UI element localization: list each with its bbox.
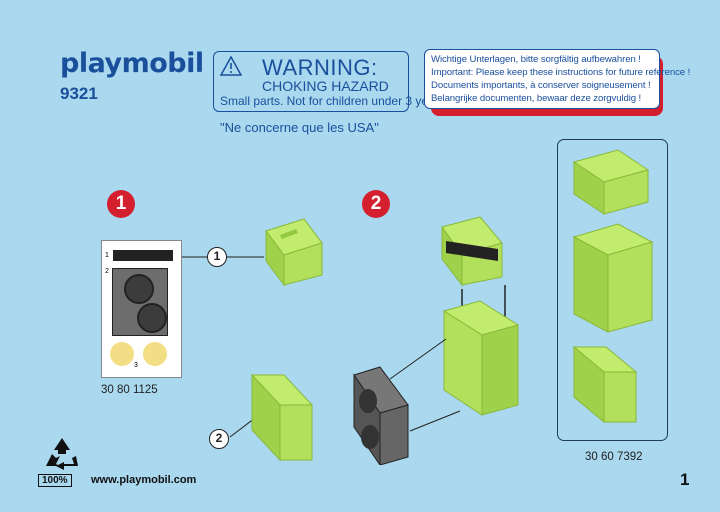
- parts-panel-illustrations: [572, 149, 654, 424]
- website-link[interactable]: www.playmobil.com: [91, 474, 197, 486]
- sun-sticker-a: [110, 342, 134, 366]
- step-1-parts: [182, 218, 323, 462]
- sun-sticker-b: [143, 342, 167, 366]
- warning-detail: Small parts. Not for children under 3 ye…: [220, 94, 449, 108]
- warning-title: WARNING:: [262, 55, 378, 80]
- amp-head-assembled: [441, 216, 503, 287]
- set-number: 9321: [60, 84, 98, 103]
- step-1-badge: 1: [107, 190, 135, 218]
- parts-panel: [557, 139, 668, 441]
- parts-bag-code: 30 60 7392: [585, 451, 643, 463]
- warning-box: [213, 51, 409, 112]
- warning-subtitle: CHOKING HAZARD: [262, 78, 389, 94]
- info-line-de: Wichtige Unterlagen, bitte sorgfältig au…: [431, 54, 641, 65]
- panel-cabinet: [572, 223, 654, 333]
- amp-head-part: [265, 218, 323, 287]
- speaker-front-panel: [353, 366, 409, 465]
- recycle-percent: 100%: [38, 474, 72, 487]
- speaker-sticker: [112, 268, 168, 336]
- panel-amp-head: [572, 149, 650, 215]
- callout-2: 2: [209, 429, 229, 449]
- sticker-sheet-code: 30 80 1125: [101, 384, 158, 396]
- sheet-label-3: 3: [134, 362, 138, 369]
- callout-1: 1: [207, 247, 227, 267]
- warning-triangle-icon: [220, 56, 242, 76]
- info-box: Wichtige Unterlagen, bitte sorgfältig au…: [424, 49, 691, 109]
- sheet-label-1: 1: [105, 252, 109, 259]
- page-number: 1: [680, 470, 690, 489]
- usa-note: "Ne concerne que les USA": [220, 120, 379, 135]
- info-line-en: Important: Please keep these instruction…: [431, 67, 691, 78]
- speaker-cabinet: [442, 300, 520, 416]
- info-line-nl: Belangrijke documenten, bewaar deze zorg…: [431, 93, 642, 104]
- speaker-panel-part: [250, 373, 314, 462]
- brand-logo: playmobil: [60, 48, 204, 79]
- panel-front-panel: [572, 345, 638, 424]
- info-line-fr: Documents importants, à conserver soigne…: [431, 80, 651, 91]
- recycle-icon: [46, 438, 78, 470]
- sheet-label-2: 2: [105, 268, 109, 275]
- step-2-badge: 2: [362, 190, 390, 218]
- sticker-sheet: 1 2 3: [101, 240, 182, 378]
- step-2-assembly: [353, 216, 520, 465]
- amp-sticker: [113, 250, 173, 261]
